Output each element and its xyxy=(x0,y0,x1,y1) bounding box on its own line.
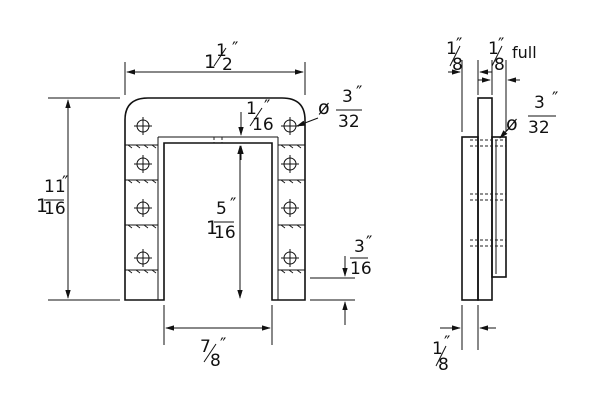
label-overall-width: 1 1 2 ″ xyxy=(204,39,238,75)
svg-text:11: 11 xyxy=(44,177,66,197)
svg-text:″: ″ xyxy=(552,89,558,109)
right-leg-segments xyxy=(278,144,305,274)
label-hole-diameter-front: ø 3 32 ″ xyxy=(318,83,362,132)
svg-text:16: 16 xyxy=(252,115,274,135)
svg-text:32: 32 xyxy=(338,112,360,132)
label-side-flange-thickness: 1 8 ″ full xyxy=(488,35,537,75)
svg-text:ø: ø xyxy=(506,113,518,135)
svg-text:5: 5 xyxy=(216,199,227,219)
label-top-thickness: 1 16 ″ xyxy=(246,97,274,135)
svg-text:1: 1 xyxy=(204,51,216,73)
svg-text:2: 2 xyxy=(222,55,233,75)
svg-text:3: 3 xyxy=(534,93,545,113)
label-slot-depth: 1 5 16 ″ xyxy=(206,195,236,243)
svg-text:16: 16 xyxy=(44,199,66,219)
svg-text:″: ″ xyxy=(230,195,236,215)
svg-text:1: 1 xyxy=(432,339,443,359)
svg-text:″: ″ xyxy=(498,35,504,55)
label-side-plate-thickness: 1 8 ″ xyxy=(446,35,463,75)
svg-text:8: 8 xyxy=(452,55,463,75)
left-leg-segments xyxy=(125,144,158,274)
svg-text:8: 8 xyxy=(210,351,221,371)
svg-text:″: ″ xyxy=(366,233,372,253)
svg-text:7: 7 xyxy=(200,337,211,357)
side-right-flange xyxy=(491,136,507,278)
bracket-outline xyxy=(124,97,306,301)
svg-text:full: full xyxy=(512,43,537,62)
svg-text:″: ″ xyxy=(62,173,68,193)
svg-text:16: 16 xyxy=(214,223,236,243)
svg-text:″: ″ xyxy=(264,97,270,117)
side-left-flange xyxy=(461,136,479,301)
svg-text:1: 1 xyxy=(246,99,257,119)
svg-text:1: 1 xyxy=(488,39,499,59)
svg-text:32: 32 xyxy=(528,118,550,138)
label-side-bottom-thickness: 1 8 ″ xyxy=(432,333,450,375)
svg-text:ø: ø xyxy=(318,97,330,119)
svg-text:1: 1 xyxy=(446,39,457,59)
svg-text:16: 16 xyxy=(350,259,372,279)
svg-text:3: 3 xyxy=(354,237,365,257)
svg-text:8: 8 xyxy=(438,355,449,375)
label-bottom-offset: 3 16 ″ xyxy=(350,233,372,279)
svg-text:″: ″ xyxy=(232,39,238,59)
label-slot-width: 7 8 ″ xyxy=(200,335,226,371)
svg-text:″: ″ xyxy=(356,83,362,103)
svg-text:″: ″ xyxy=(456,35,462,55)
right-holes xyxy=(281,117,299,267)
svg-text:″: ″ xyxy=(220,335,226,355)
hole-leader-front xyxy=(296,117,319,127)
label-hole-diameter-side: ø 3 32 ″ xyxy=(506,89,558,138)
svg-text:8: 8 xyxy=(494,55,505,75)
svg-text:″: ″ xyxy=(444,333,450,353)
svg-text:1: 1 xyxy=(216,41,227,61)
front-view xyxy=(48,62,355,345)
side-plate xyxy=(477,97,493,301)
left-holes xyxy=(134,117,152,267)
svg-text:3: 3 xyxy=(342,87,353,107)
label-overall-height: 1 11 16 ″ xyxy=(36,173,68,219)
side-view xyxy=(440,60,520,350)
